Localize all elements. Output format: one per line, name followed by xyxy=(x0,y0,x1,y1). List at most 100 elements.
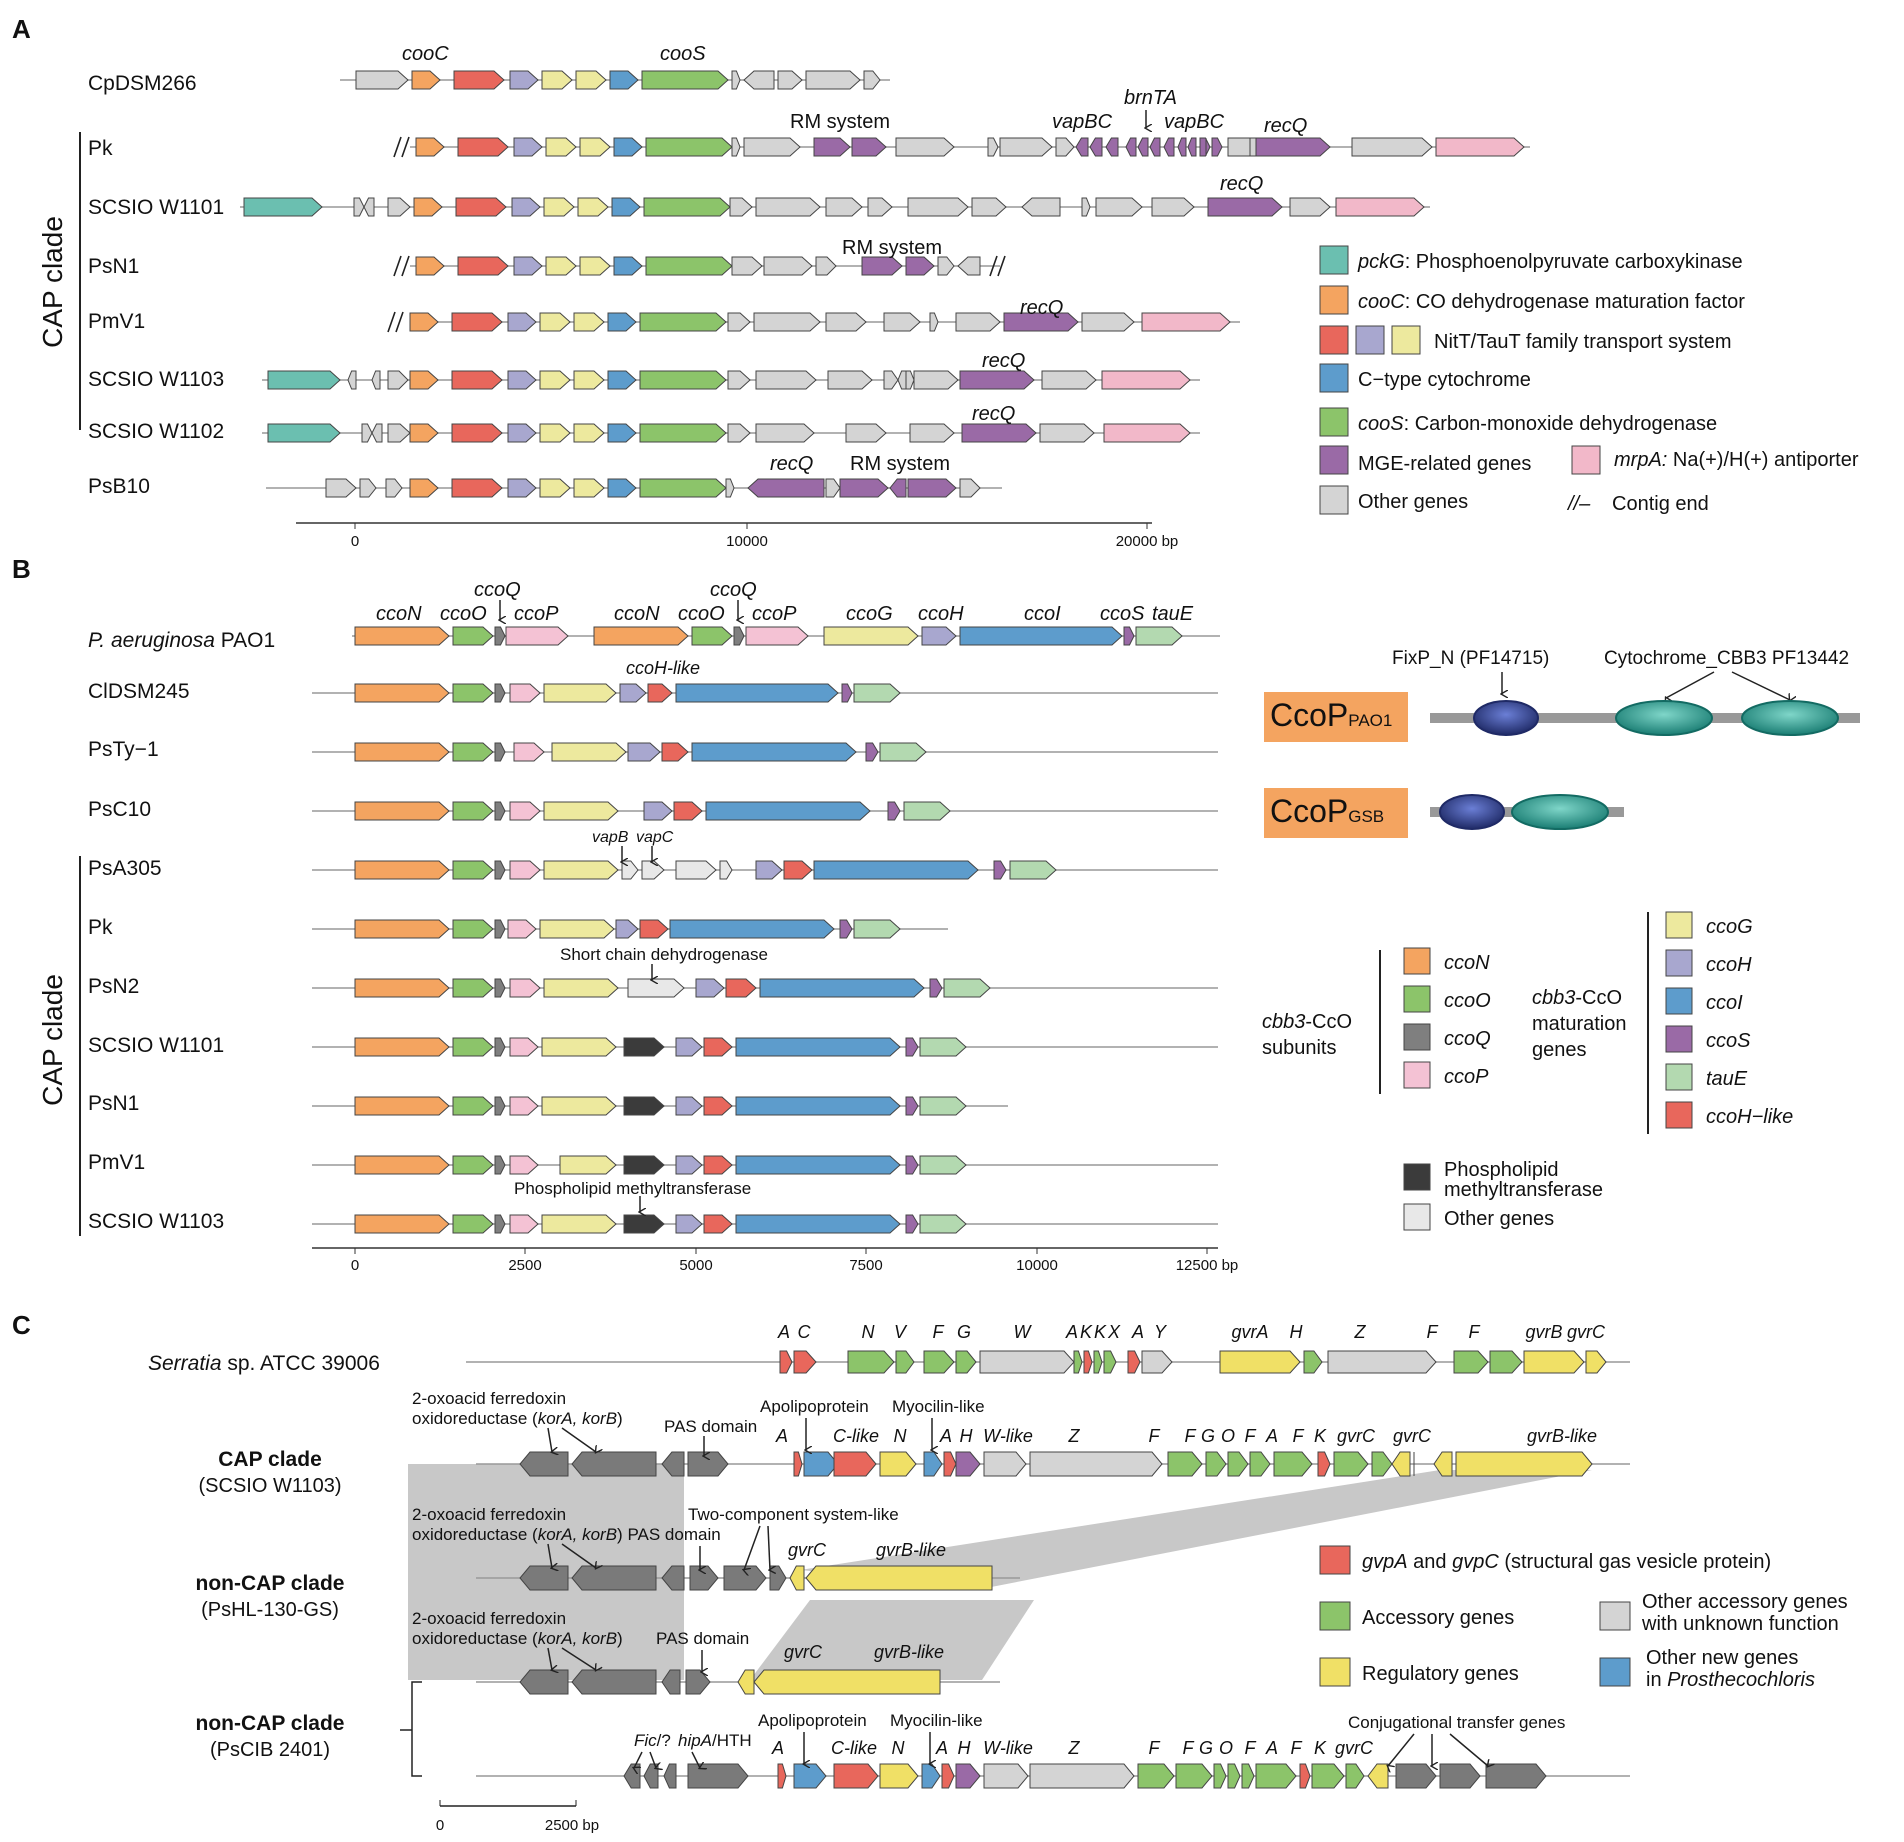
gene-arrow xyxy=(879,742,927,762)
gene-arrow xyxy=(675,1214,703,1234)
gene-arrow xyxy=(735,1096,901,1116)
gene-label: vapC xyxy=(636,829,674,846)
gene-label: ccoN xyxy=(614,603,660,625)
annotation: oxidoreductase (korA, korB) xyxy=(412,1409,623,1428)
gene-arrow xyxy=(509,1037,539,1057)
gene-arrow xyxy=(941,1763,955,1789)
gene-arrow xyxy=(1327,1350,1437,1374)
gene-arrow xyxy=(905,370,915,390)
gene-arrow xyxy=(541,1037,617,1057)
gene-arrow xyxy=(753,1669,941,1695)
gene-arrow xyxy=(813,137,851,157)
gene-arrow xyxy=(1105,137,1119,157)
gene-arrow xyxy=(611,197,641,217)
gene-arrow xyxy=(647,683,673,703)
gene-label: C-like xyxy=(833,1426,879,1446)
cyt-domain xyxy=(1741,700,1839,736)
gene-arrow xyxy=(513,742,545,762)
annotation: PAS domain xyxy=(664,1417,757,1436)
gene-arrow xyxy=(452,860,494,880)
gene-arrow xyxy=(1227,1763,1241,1789)
cyt-domain xyxy=(1615,700,1713,736)
gene-arrow xyxy=(627,742,661,762)
gene-label: RM system xyxy=(790,111,890,133)
legend-text: methyltransferase xyxy=(1444,1179,1603,1201)
gene-arrow xyxy=(763,256,813,276)
gene-arrow xyxy=(703,1096,733,1116)
legend-swatch xyxy=(1355,325,1385,355)
legend-swatch xyxy=(1403,1061,1431,1089)
gene-label: G xyxy=(1199,1738,1213,1758)
gene-arrow xyxy=(452,801,494,821)
legend-text: ccoS xyxy=(1706,1030,1751,1052)
strain-label: SCSIO W1101 xyxy=(88,1034,224,1057)
gene-arrow xyxy=(783,860,813,880)
gene-label: A xyxy=(775,1426,788,1446)
gene-arrow xyxy=(845,423,887,443)
gene-label: A xyxy=(777,1322,790,1342)
gene-label: N xyxy=(862,1322,876,1342)
gene-arrow xyxy=(661,1451,685,1477)
gene-arrow xyxy=(451,478,503,498)
ccop-domain-diagram: FixP_N (PF14715) Cytochrome_CBB3 PF13442… xyxy=(1264,648,1860,838)
legend-swatch xyxy=(1599,1601,1631,1631)
legend-text: ccoH−like xyxy=(1706,1106,1793,1128)
gene-arrow xyxy=(452,626,494,646)
gene-arrow xyxy=(1311,1763,1345,1789)
gene-arrow xyxy=(703,1155,733,1175)
gene-arrow xyxy=(959,370,1035,390)
pointer-arrow xyxy=(1449,1733,1488,1766)
gene-arrow xyxy=(575,70,607,90)
gene-label: H xyxy=(1290,1322,1304,1342)
gene-arrow xyxy=(623,1037,665,1057)
annotation: 2-oxoacid ferredoxin xyxy=(412,1609,566,1628)
gene-arrow xyxy=(1177,137,1187,157)
gene-arrow xyxy=(451,423,503,443)
gene-arrow xyxy=(494,1214,506,1234)
legend-swatch xyxy=(1319,363,1349,393)
scale-label: 2500 bp xyxy=(545,1817,599,1834)
gene-arrow xyxy=(613,256,643,276)
gene-arrow xyxy=(673,801,703,821)
gene-arrow xyxy=(457,137,509,157)
gene-arrow xyxy=(539,478,571,498)
legend-text: maturation xyxy=(1532,1013,1627,1035)
gene-arrow xyxy=(494,1155,506,1175)
legend-swatch xyxy=(1319,245,1349,275)
gene-arrow xyxy=(1371,1451,1393,1477)
gene-arrow xyxy=(354,801,450,821)
panel-label-a: A xyxy=(12,14,31,44)
pointer-arrow xyxy=(561,1427,596,1452)
gene-arrow xyxy=(1211,137,1223,157)
legend-text: ccoP xyxy=(1444,1066,1489,1088)
gene-arrow xyxy=(909,423,955,443)
legend-swatch xyxy=(1319,1601,1351,1631)
gene-arrow xyxy=(691,626,733,646)
gene-arrow xyxy=(363,197,375,217)
gene-arrow xyxy=(623,1096,665,1116)
legend-text: tauE xyxy=(1706,1068,1748,1090)
gene-label: F xyxy=(1185,1426,1197,1446)
gene-arrow xyxy=(929,312,939,332)
strain-label: PsA305 xyxy=(88,857,162,880)
gene-arrow xyxy=(361,423,373,443)
gene-arrow xyxy=(543,197,575,217)
gene-arrow xyxy=(627,978,685,998)
gene-label: H xyxy=(958,1738,972,1758)
annotation: hipA/HTH xyxy=(678,1731,752,1750)
gene-arrow xyxy=(1433,1451,1453,1477)
gene-label: cooC xyxy=(402,43,449,65)
gene-arrow xyxy=(571,1565,657,1591)
synteny-shade xyxy=(408,1464,684,1570)
gene-label: gvrC xyxy=(1335,1738,1374,1758)
legend-text: mrpA: Na(+)/H(+) antiporter xyxy=(1614,449,1859,471)
gene-arrow xyxy=(593,626,689,646)
gene-label: cooS xyxy=(660,43,706,65)
gene-arrow xyxy=(827,370,873,390)
gene-arrow xyxy=(863,70,881,90)
gene-arrow xyxy=(733,626,745,646)
gene-label: gvrB-like xyxy=(874,1642,944,1662)
gene-label: gvrB xyxy=(1525,1322,1562,1342)
legend-swatch xyxy=(1319,1545,1351,1575)
strain-label: SCSIO W1101 xyxy=(88,196,224,219)
